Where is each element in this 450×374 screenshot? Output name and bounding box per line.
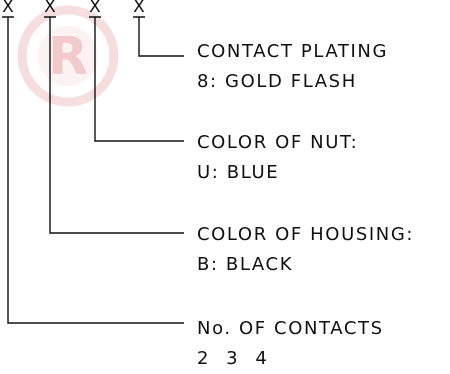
callout-title: No. OF CONTACTS xyxy=(197,318,384,339)
position-marker-1: X xyxy=(2,0,14,17)
callout-title: CONTACT PLATING xyxy=(197,41,388,62)
callout-color-of-nut: COLOR OF NUT: U: BLUE xyxy=(197,132,358,183)
leader-no-of-contacts xyxy=(2,16,184,324)
callout-title: COLOR OF NUT: xyxy=(197,132,358,153)
callout-value: 8: GOLD FLASH xyxy=(197,71,357,92)
position-marker-4: X xyxy=(133,0,145,17)
callout-title: COLOR OF HOUSING: xyxy=(197,224,414,245)
leader-contact-plating xyxy=(133,16,184,57)
leader-color-of-nut xyxy=(89,16,184,142)
watermark-letter: R xyxy=(48,27,88,87)
position-marker-2: X xyxy=(44,0,56,17)
leader-color-of-housing xyxy=(44,16,184,234)
callout-value: U: BLUE xyxy=(197,162,279,183)
position-marker-3: X xyxy=(89,0,101,17)
callout-contact-plating: CONTACT PLATING 8: GOLD FLASH xyxy=(197,41,388,92)
position-markers: X X X X xyxy=(2,0,145,17)
registered-watermark: R xyxy=(17,5,119,107)
callout-no-of-contacts: No. OF CONTACTS 2 3 4 xyxy=(197,318,384,369)
callout-value: B: BLACK xyxy=(197,254,293,275)
callout-value: 2 3 4 xyxy=(197,348,273,369)
callout-color-of-housing: COLOR OF HOUSING: B: BLACK xyxy=(197,224,414,275)
leader-lines xyxy=(2,16,184,324)
